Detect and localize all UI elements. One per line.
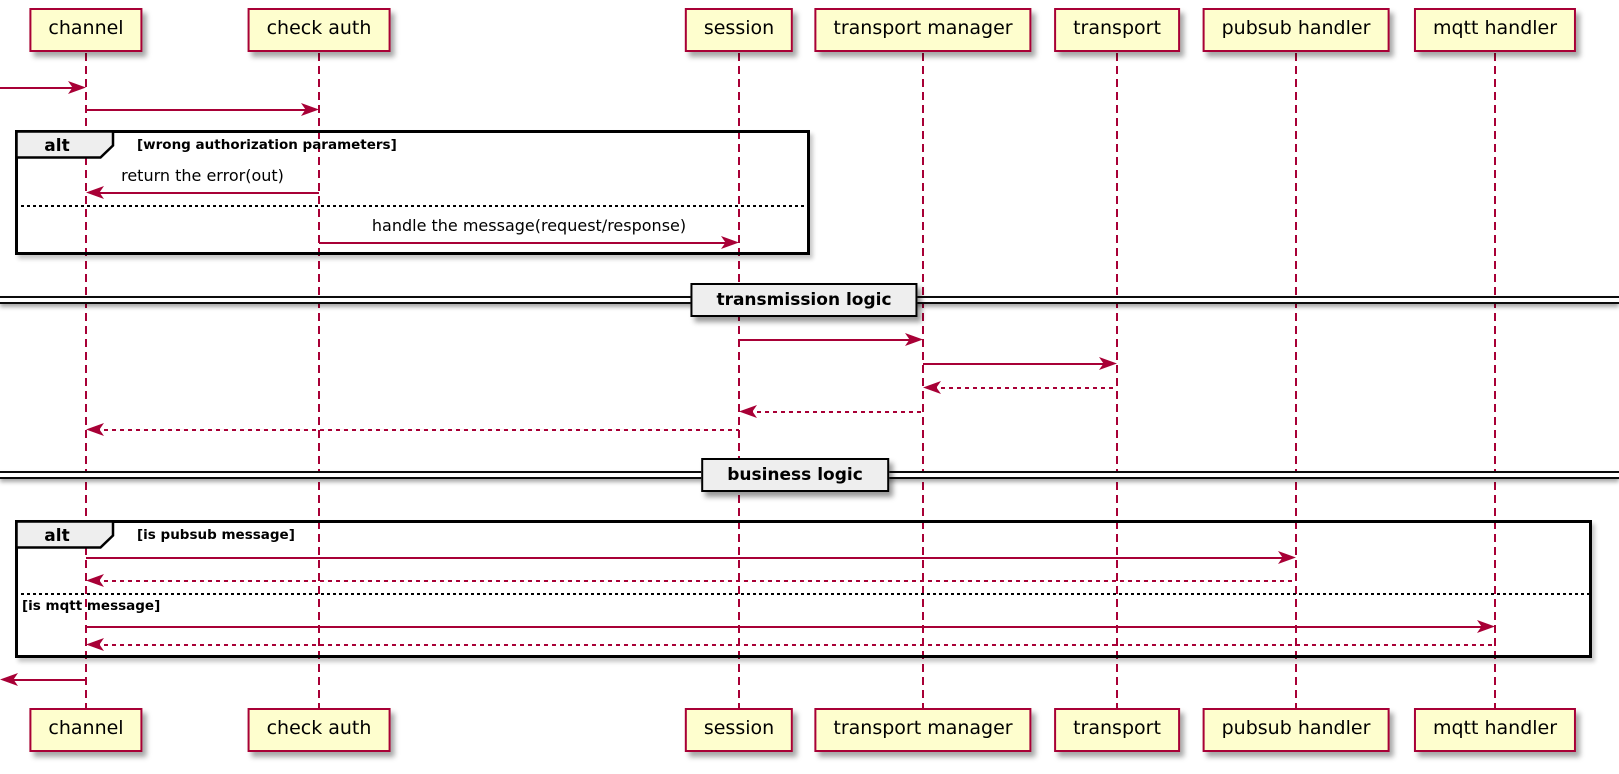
message-line-5 [923,363,1107,365]
message-line-9 [86,557,1286,559]
lifeline-session [738,53,740,708]
lifeline-channel [85,53,87,708]
participant-top-session: session [684,8,794,52]
lifeline-mqtt-handler [1494,53,1496,708]
participant-top-channel: channel [29,8,143,52]
alt-operator-badge: alt [15,130,115,159]
participant-bottom-check-auth: check auth [247,708,391,752]
message-line-11 [86,626,1485,628]
alt-condition-label: [is pubsub message] [137,527,295,543]
participant-top-check-auth: check auth [247,8,391,52]
message-line-4 [739,339,913,341]
lifeline-transport-manager [922,53,924,708]
alt-operator-text: alt [44,526,69,546]
message-line-2 [96,192,319,194]
message-line-3 [319,242,729,244]
participant-bottom-session: session [684,708,794,752]
alt-operator-text: alt [44,136,69,156]
participant-bottom-mqtt-handler: mqtt handler [1413,708,1577,752]
message-label: handle the message(request/response) [371,216,687,235]
participant-bottom-pubsub-handler: pubsub handler [1202,708,1390,752]
alt-else-divider [15,593,1592,595]
alt-else-condition-label: [is mqtt message] [22,598,161,614]
lifeline-pubsub-handler [1295,53,1297,708]
section-divider-label: business logic [701,458,889,492]
participant-top-transport-manager: transport manager [814,8,1032,52]
lifeline-transport [1116,53,1118,708]
participant-top-pubsub-handler: pubsub handler [1202,8,1390,52]
alt-operator-badge: alt [15,520,115,549]
message-line-10 [96,580,1296,582]
message-line-0 [0,87,76,89]
participant-bottom-channel: channel [29,708,143,752]
participant-top-transport: transport [1054,8,1180,52]
message-line-12 [96,644,1495,646]
alt-frame [15,130,810,255]
alt-else-divider [15,205,810,207]
message-line-6 [933,387,1117,389]
lifeline-check-auth [318,53,320,708]
section-divider-label: transmission logic [690,283,918,317]
message-label: return the error(out) [121,166,284,185]
participant-top-mqtt-handler: mqtt handler [1413,8,1577,52]
alt-condition-label: [wrong authorization parameters] [137,137,397,153]
message-line-13 [10,679,86,681]
alt-frame [15,520,1592,658]
message-line-7 [749,411,923,413]
message-line-8 [96,429,739,431]
message-line-1 [86,109,309,111]
participant-bottom-transport: transport [1054,708,1180,752]
participant-bottom-transport-manager: transport manager [814,708,1032,752]
